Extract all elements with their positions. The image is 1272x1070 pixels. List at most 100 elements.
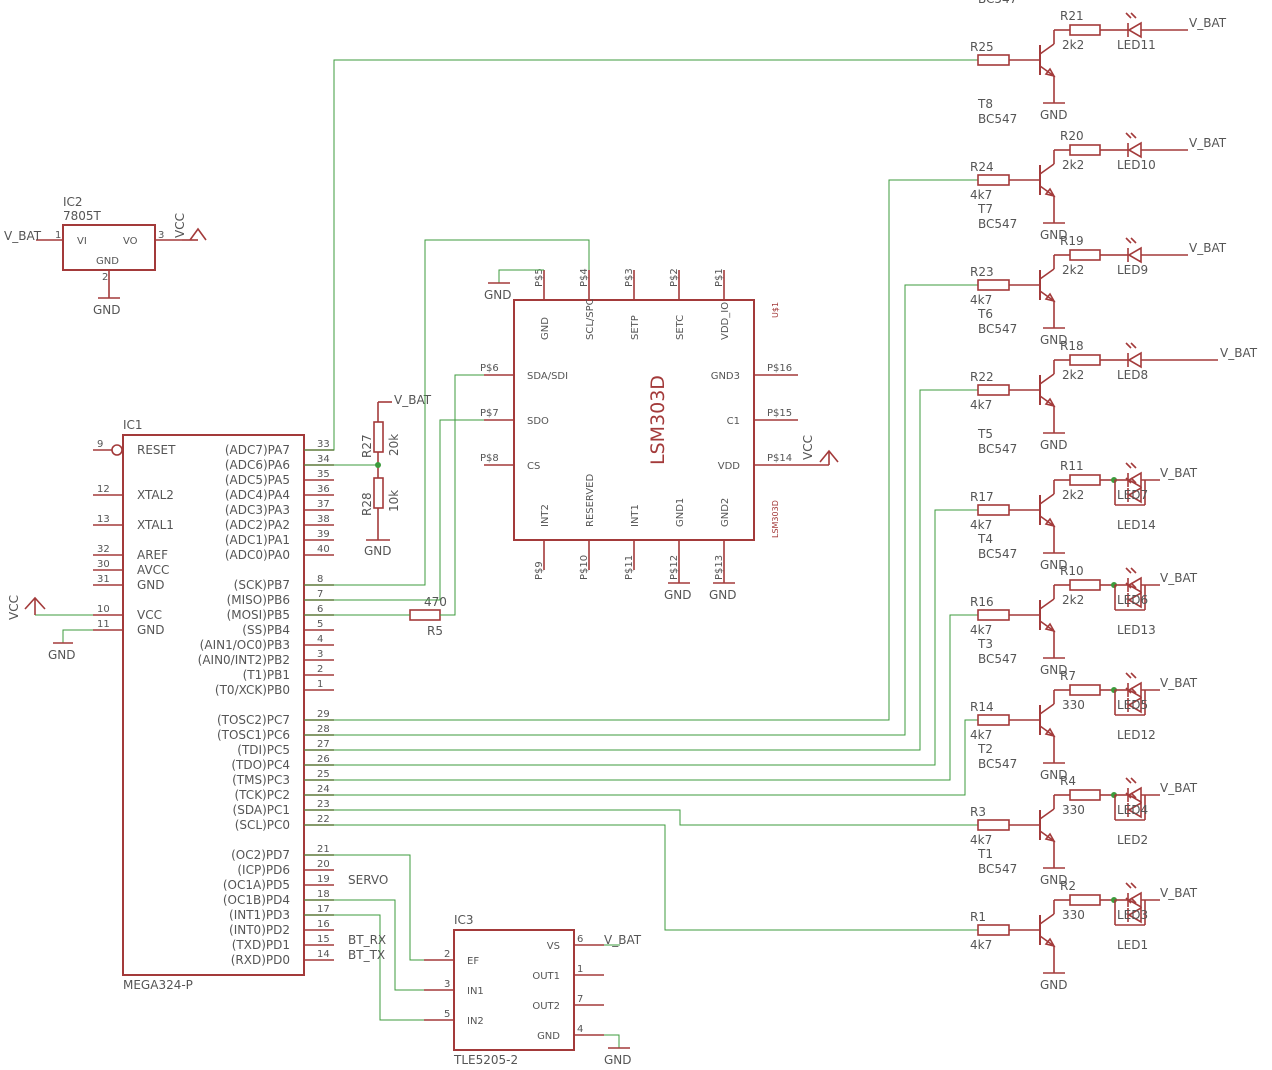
- lsm-pin-label: CS: [527, 461, 540, 472]
- transistor-value: BC547: [978, 547, 1017, 561]
- bt-tx-net-label: BT_TX: [348, 948, 385, 962]
- lsm-pin-label: GND: [540, 317, 551, 340]
- ic1-pin-number: 39: [317, 529, 330, 540]
- base-resistor-name: R14: [970, 700, 994, 714]
- ic1-pin-label: (AIN1/OC0)PB3: [200, 638, 290, 652]
- ic1-pin-number: 33: [317, 439, 330, 450]
- lsm-pad-label: P$12: [669, 555, 680, 580]
- ic2-out-net: VCC: [173, 213, 187, 238]
- vbat-net-label: V_BAT: [1189, 136, 1227, 150]
- base-resistor-value: 4k7: [970, 623, 992, 637]
- lsm303d-sensor: LSM303D U$1 LSM303D P$5GNDP$4SCL/SPCP$3S…: [480, 268, 839, 602]
- collector-resistor-value: 330: [1062, 698, 1085, 712]
- ic3-pin-label: OUT2: [532, 1001, 560, 1012]
- led-driver-stages: T9BC547R25R212k2LED11V_BATGNDT8BC547R244…: [970, 0, 1258, 992]
- lsm-vcc-net: VCC: [801, 435, 815, 460]
- r5-name: R5: [427, 624, 443, 638]
- ic1-pin-number: 5: [317, 619, 323, 630]
- transistor-name: T3: [977, 637, 993, 651]
- ic1-pin-number: 20: [317, 859, 330, 870]
- ic1-pin-label: (TXD)PD1: [232, 938, 290, 952]
- ic1-pin-number: 29: [317, 709, 330, 720]
- ic1-pin-label: (TDO)PC4: [231, 758, 290, 772]
- ic1-pin-label: (ADC3)PA3: [225, 503, 290, 517]
- ic1-body: [122, 434, 305, 976]
- ic1-pin-label: (ADC7)PA7: [225, 443, 290, 457]
- ic1-pin-label: (ADC4)PA4: [225, 488, 290, 502]
- collector-resistor-value: 330: [1062, 803, 1085, 817]
- ic3-name: IC3: [454, 913, 474, 927]
- ic1-pin-label: (SDA)PC1: [233, 803, 290, 817]
- ic1-pin-number: 10: [97, 604, 110, 615]
- collector-resistor-name: R20: [1060, 129, 1084, 143]
- ic2-pin3: 3: [158, 230, 164, 241]
- ic3-pin-number: 3: [444, 979, 450, 990]
- ic1-pin-number: 25: [317, 769, 330, 780]
- base-resistor-value: 4k7: [970, 398, 992, 412]
- transistor-value: BC547: [978, 757, 1017, 771]
- lsm-pin-label: RESERVED: [585, 474, 596, 527]
- led-name: LED12: [1117, 728, 1156, 742]
- ic3-pin-label: VS: [547, 941, 560, 952]
- servo-net-label: SERVO: [348, 873, 388, 887]
- lsm-pin-label: SDA/SDI: [527, 371, 568, 382]
- lsm-pin-label: VDD_IO: [720, 302, 731, 340]
- ic2-value: 7805T: [63, 209, 102, 223]
- base-resistor-name: R17: [970, 490, 994, 504]
- r5-value: 470: [424, 595, 447, 609]
- collector-resistor-name: R11: [1060, 459, 1084, 473]
- base-resistor-value: 4k7: [970, 938, 992, 952]
- ic1-pin-number: 2: [317, 664, 323, 675]
- gnd-net-label: GND: [1040, 558, 1068, 572]
- ic1-pin-label: (T0/XCK)PB0: [215, 683, 290, 697]
- lsm-pad-label: P$14: [767, 453, 792, 464]
- ic1-gnd-net: GND: [48, 648, 76, 662]
- gnd-net-label: GND: [1040, 438, 1068, 452]
- ic1-pin-number: 26: [317, 754, 330, 765]
- r5-resistor: 470 R5: [409, 595, 447, 638]
- ic1-right-pins: 33(ADC7)PA734(ADC6)PA635(ADC5)PA536(ADC4…: [198, 439, 334, 967]
- bt-rx-net-label: BT_RX: [348, 933, 386, 947]
- collector-resistor-name: R2: [1060, 879, 1076, 893]
- collector-resistor-value: 2k2: [1062, 263, 1084, 277]
- gnd-net-label: GND: [1040, 228, 1068, 242]
- ic1-pin-number: 27: [317, 739, 330, 750]
- lsm-pin-label: SETP: [630, 315, 641, 340]
- led-name: LED2: [1117, 833, 1148, 847]
- ic1-pin-number: 11: [97, 619, 110, 630]
- led-name: LED8: [1117, 368, 1148, 382]
- ic3-pin-label: OUT1: [532, 971, 560, 982]
- r27-name: R27: [360, 434, 374, 458]
- ic1-name: IC1: [123, 418, 143, 432]
- transistor-name: T2: [977, 742, 993, 756]
- ic1-pin-number: 19: [317, 874, 330, 885]
- ic1-pin-number: 6: [317, 604, 323, 615]
- ic3-pin-number: 4: [577, 1024, 583, 1035]
- transistor-value: BC547: [978, 322, 1017, 336]
- base-resistor-value: 4k7: [970, 833, 992, 847]
- ic1-pin-label: (MISO)PB6: [227, 593, 290, 607]
- ic1-pin-number: 34: [317, 454, 330, 465]
- lsm-pad-label: P$5: [534, 268, 545, 287]
- ic1-pin-label: (ICP)PD6: [237, 863, 290, 877]
- ic1-pin-label: (SCK)PB7: [234, 578, 290, 592]
- ic1-pin-number: 4: [317, 634, 323, 645]
- ic1-pin-number: 15: [317, 934, 330, 945]
- collector-resistor-name: R18: [1060, 339, 1084, 353]
- ic2-pin1: 1: [55, 230, 61, 241]
- base-resistor-name: R3: [970, 805, 986, 819]
- ic1-pin-number: 17: [317, 904, 330, 915]
- pot-gnd-net: GND: [364, 544, 392, 558]
- gnd-net-label: GND: [1040, 873, 1068, 887]
- lsm-bottom-pins: P$9INT2P$10RESERVEDP$11INT1P$12GND1P$13G…: [534, 474, 731, 583]
- vbat-net-label: V_BAT: [1160, 676, 1198, 690]
- collector-resistor-value: 2k2: [1062, 593, 1084, 607]
- ic1-pin-label: XTAL2: [137, 488, 174, 502]
- ic1-pin-number: 18: [317, 889, 330, 900]
